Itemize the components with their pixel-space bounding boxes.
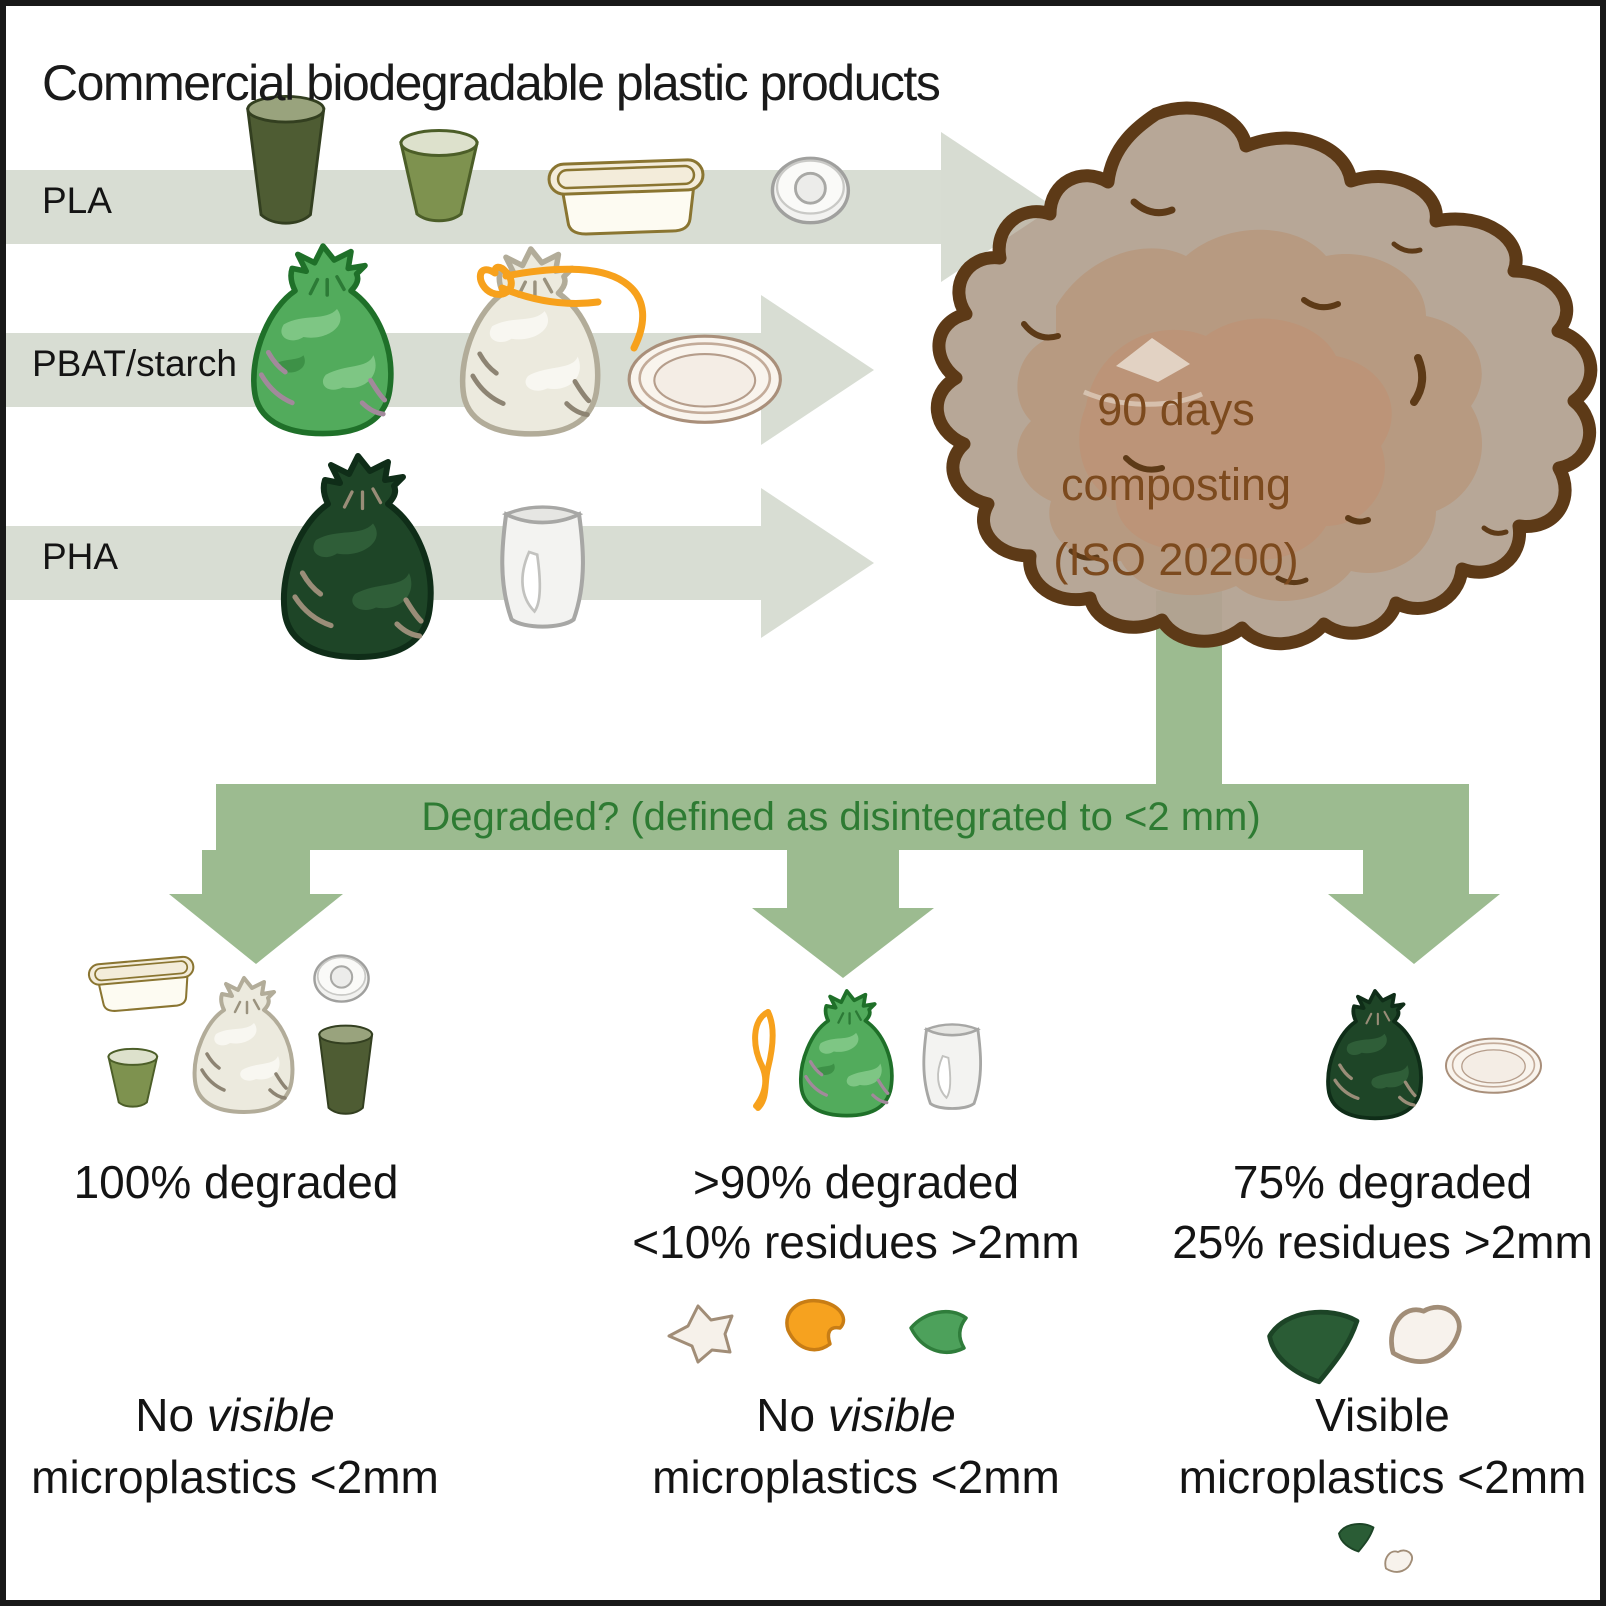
compost-label: 90 days composting (ISO 20200) — [1011, 372, 1341, 597]
white-fragment-icon — [667, 1304, 734, 1364]
outcome1-microplastics: No visible microplastics <2mm — [20, 1384, 450, 1508]
outcome2-micro-line2: microplastics <2mm — [652, 1451, 1060, 1503]
row-label-pbat-starch: PBAT/starch — [32, 343, 237, 384]
degraded-question: Degraded? (defined as disintegrated to <… — [421, 794, 1261, 839]
degraded-branch-arrows — [169, 784, 1500, 978]
crumpled-cup-icon — [502, 507, 583, 626]
outcome3-micro-line2: microplastics <2mm — [1178, 1451, 1587, 1503]
row-label-pla: PLA — [42, 180, 112, 221]
outcome3-micro-line1: Visible — [1315, 1389, 1450, 1441]
outcome3-degraded: 75% degraded — [1232, 1156, 1533, 1208]
outcome3-residues: 25% residues >2mm — [1172, 1216, 1593, 1268]
compost-line-1: 90 days — [1097, 384, 1255, 435]
outcome1-micro-line1: No visible — [135, 1389, 335, 1441]
orange-tie-icon — [476, 263, 647, 352]
dark-fragment-icon — [1270, 1312, 1357, 1382]
green-bag-icon — [254, 246, 391, 434]
small-white-fragment-icon — [1384, 1549, 1414, 1573]
branch3-items — [1328, 991, 1543, 1118]
small-dark-fragment-icon — [1338, 1523, 1375, 1553]
outcome2-residues: <10% residues >2mm — [632, 1216, 1080, 1268]
orange-fragment-icon — [785, 1298, 846, 1352]
figure-title: Commercial biodegradable plastic product… — [42, 55, 941, 111]
figure-graphics — [6, 94, 1598, 1573]
outcome1-result: 100% degraded — [36, 1152, 436, 1212]
branch1-items — [86, 954, 374, 1115]
lid-icon — [770, 156, 851, 225]
container-icon — [547, 157, 705, 236]
outcome2-micro-line1: No visible — [756, 1389, 956, 1441]
dark-bag-icon — [284, 456, 431, 657]
compost-line-3: (ISO 20200) — [1053, 534, 1299, 585]
compost-texture-marks — [1021, 198, 1509, 586]
outcome2-degraded: >90% degraded — [692, 1156, 1020, 1208]
white-fragment-icon — [1391, 1307, 1459, 1361]
green-fragment-icon — [909, 1309, 968, 1354]
branch2-fragments — [667, 1298, 968, 1364]
compost-line-2: composting — [1060, 459, 1292, 510]
outcome3-result: 75% degraded 25% residues >2mm — [1161, 1152, 1600, 1272]
branch2-items — [752, 991, 983, 1116]
outcome3-microplastics: Visible microplastics <2mm — [1161, 1384, 1600, 1508]
row-label-pha: PHA — [42, 536, 119, 577]
compost-pile — [930, 101, 1598, 651]
outcome2-result: >90% degraded <10% residues >2mm — [621, 1152, 1091, 1272]
orange-tie-icon — [752, 1009, 776, 1111]
pha-arrow-band — [6, 488, 874, 638]
plate-icon — [627, 334, 782, 424]
outcome1-micro-line2: microplastics <2mm — [31, 1451, 439, 1503]
outcome2-microplastics: No visible microplastics <2mm — [621, 1384, 1091, 1508]
tall-cup-icon — [246, 94, 326, 225]
outcome1-degraded: 100% degraded — [73, 1156, 399, 1208]
